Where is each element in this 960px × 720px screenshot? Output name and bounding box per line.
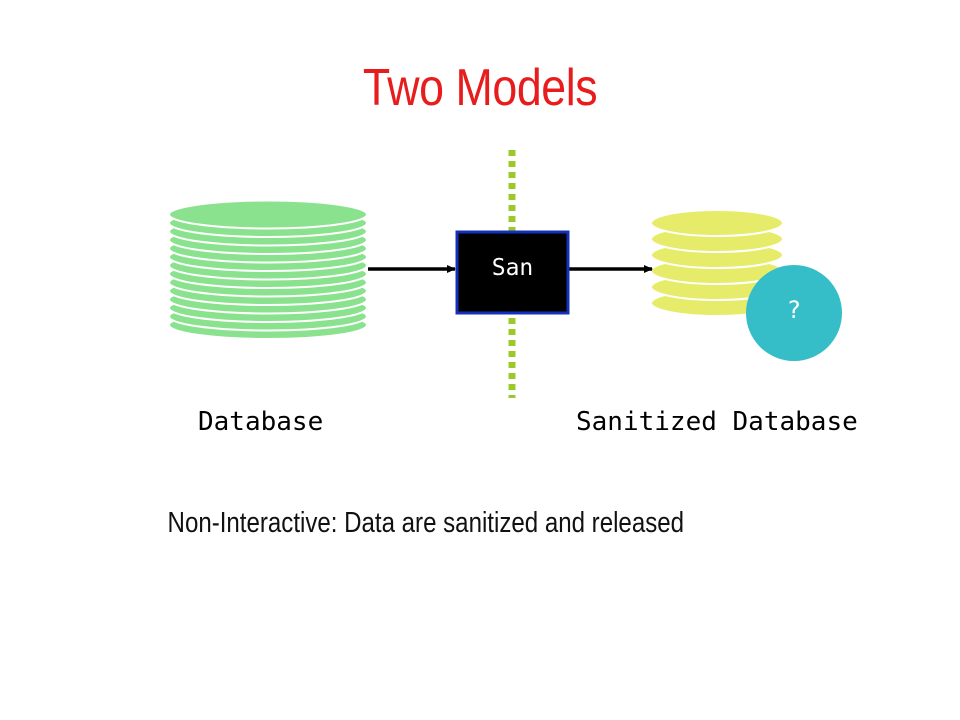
database-icon: [168, 199, 368, 340]
disk-layer: [650, 209, 784, 237]
slide-title: Two Models: [362, 59, 598, 117]
caption: Non-Interactive: Data are sanitized and …: [167, 507, 685, 539]
sanitizer-box: [455, 230, 570, 315]
sanitized-database-label: Sanitized Database: [576, 407, 858, 437]
disk-layer: [168, 199, 368, 230]
question-mark: ?: [786, 296, 802, 324]
question-circle-icon: [746, 265, 842, 361]
database-label: Database: [198, 407, 324, 437]
sanitizer-label: San: [491, 255, 534, 281]
